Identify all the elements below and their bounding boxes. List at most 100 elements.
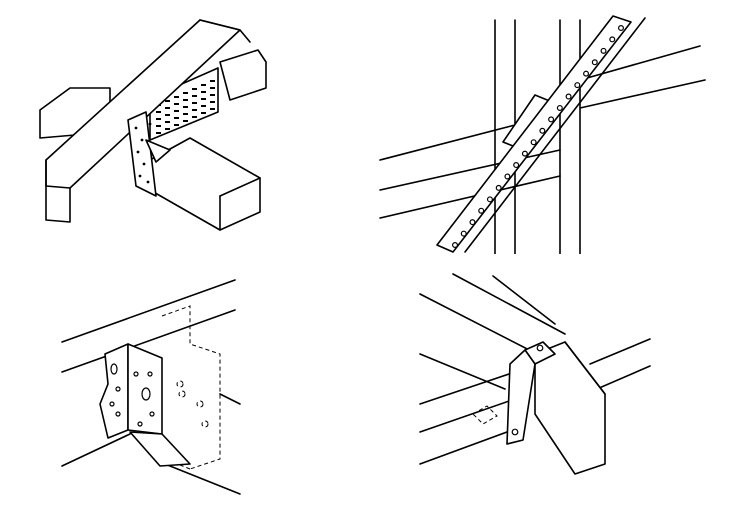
hidden-tab bbox=[472, 405, 498, 425]
plate-upper-left bbox=[419, 353, 506, 390]
strap-hole bbox=[539, 127, 546, 134]
hidden-holes bbox=[176, 380, 209, 428]
hidden-hole bbox=[196, 400, 204, 408]
strap-hole bbox=[521, 150, 528, 157]
strap-hole bbox=[513, 162, 520, 169]
plate-slot bbox=[210, 80, 215, 82]
strap-hole bbox=[600, 47, 607, 54]
plate-slot bbox=[192, 95, 197, 97]
strap-hole bbox=[556, 104, 563, 111]
panel-nail-plate-connection bbox=[0, 0, 375, 254]
strap-holes bbox=[451, 25, 625, 249]
hanger-hole bbox=[115, 411, 121, 417]
plate-slot bbox=[156, 111, 161, 113]
hanger-holes bbox=[109, 363, 155, 427]
strap-hole bbox=[478, 207, 485, 214]
strap-hole bbox=[451, 242, 458, 249]
plate-mid-left bbox=[419, 371, 516, 405]
plate-slot bbox=[156, 118, 161, 120]
hurricane-tie-drawing bbox=[419, 273, 651, 475]
hanger-hole bbox=[115, 386, 121, 392]
gusset-plate bbox=[127, 111, 157, 197]
tie-hole-top bbox=[536, 344, 544, 352]
strap-hole bbox=[591, 59, 598, 66]
plate-slot bbox=[201, 91, 206, 93]
nail-dot bbox=[134, 126, 138, 130]
nail-dot bbox=[148, 122, 152, 126]
hanger-hole bbox=[149, 411, 155, 417]
tie-hole-bottom bbox=[511, 428, 519, 436]
plate-slot bbox=[165, 107, 170, 109]
plate-bottom-left bbox=[419, 428, 516, 465]
hidden-hanger-back bbox=[161, 305, 221, 470]
panel-hurricane-tie bbox=[375, 254, 750, 509]
strap-hole bbox=[460, 230, 467, 237]
plate-slot bbox=[156, 132, 161, 134]
perforated-strap bbox=[436, 15, 632, 253]
plate-slot bbox=[174, 124, 179, 126]
plate-slot bbox=[192, 116, 197, 118]
hidden-hole bbox=[201, 420, 209, 428]
rail-mid-left bbox=[379, 149, 561, 191]
gusset-tab bbox=[145, 139, 171, 163]
plate-slot bbox=[165, 114, 170, 116]
hanger-hole bbox=[133, 371, 139, 377]
plate-slot bbox=[210, 108, 215, 110]
hidden-hole bbox=[178, 390, 186, 398]
plate-slot bbox=[192, 88, 197, 90]
plate-slot bbox=[165, 121, 170, 123]
plate-slot bbox=[210, 101, 215, 103]
plate-slot bbox=[183, 120, 188, 122]
nail-plate-connection-drawing bbox=[39, 19, 267, 231]
joist-bottom bbox=[164, 463, 241, 495]
cross-beam-edge bbox=[564, 341, 606, 395]
joist-left-lower bbox=[61, 433, 131, 467]
strap-hole bbox=[469, 219, 476, 226]
plate-slot bbox=[174, 103, 179, 105]
plate-slot bbox=[174, 117, 179, 119]
hanger-hole bbox=[141, 387, 151, 401]
nail-dot bbox=[138, 174, 142, 178]
plate-slot bbox=[156, 125, 161, 127]
plate-slot bbox=[183, 92, 188, 94]
lower-beam-edge bbox=[219, 177, 261, 197]
strap-second-edge bbox=[464, 17, 646, 253]
nail-dot bbox=[146, 180, 150, 184]
strap-bracing-drawing bbox=[379, 15, 706, 254]
gusset-nail-dots bbox=[134, 122, 152, 184]
plate-slot bbox=[192, 102, 197, 104]
plate-slot bbox=[165, 100, 170, 102]
joist-right-top bbox=[219, 393, 241, 405]
header-bottom-edge bbox=[61, 309, 236, 373]
plate-slot bbox=[174, 96, 179, 98]
plate-slot bbox=[174, 110, 179, 112]
strap-hole bbox=[504, 173, 511, 180]
strap-hole bbox=[565, 93, 572, 100]
joist-hanger-drawing bbox=[61, 279, 241, 495]
plate-slot bbox=[192, 109, 197, 111]
rafter-end-line bbox=[492, 275, 556, 325]
nail-dot bbox=[142, 162, 146, 166]
strap-hole bbox=[495, 184, 502, 191]
plate-slot bbox=[201, 84, 206, 86]
header-top-edge bbox=[61, 279, 236, 343]
strap-hole bbox=[530, 139, 537, 146]
plate-slot bbox=[183, 99, 188, 101]
strap-hole bbox=[486, 196, 493, 203]
hidden-hole bbox=[176, 380, 184, 388]
nail-dot bbox=[136, 150, 140, 154]
rail-lower-left bbox=[379, 175, 561, 219]
rafter-end bbox=[45, 159, 71, 223]
strap-hole bbox=[583, 70, 590, 77]
plate-slot bbox=[201, 112, 206, 114]
rafter-top bbox=[199, 19, 251, 43]
strap-hole bbox=[609, 36, 616, 43]
strap-hole bbox=[548, 116, 555, 123]
panel-strap-bracing bbox=[375, 0, 750, 254]
hanger-left-flange bbox=[99, 343, 129, 439]
hanger-hole bbox=[137, 421, 143, 427]
back-beam bbox=[219, 49, 267, 101]
plate-slot bbox=[201, 105, 206, 107]
hanger-hole bbox=[147, 371, 153, 377]
plate-slot bbox=[183, 113, 188, 115]
